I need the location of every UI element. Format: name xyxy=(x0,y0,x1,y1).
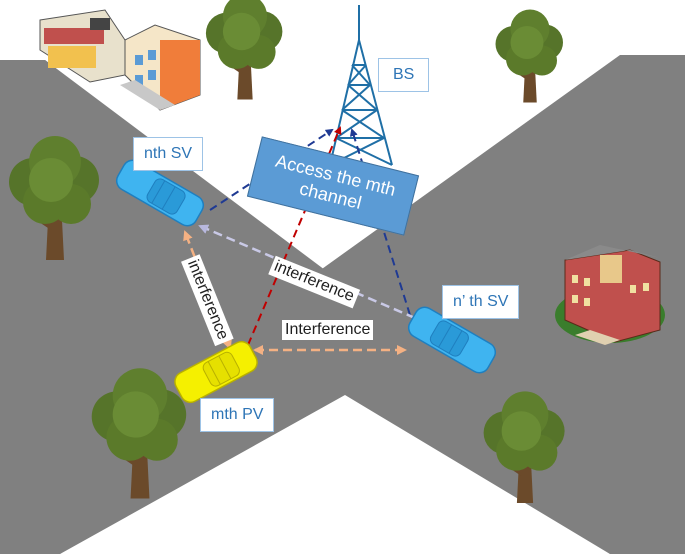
nth-sv-label: nth SV xyxy=(133,137,204,171)
tree-icon xyxy=(205,0,283,100)
building-icon xyxy=(39,9,201,111)
tree-icon xyxy=(495,9,563,103)
interference-label-pv-nprime: Interference xyxy=(282,320,374,340)
car-icon xyxy=(407,306,497,374)
building-icon xyxy=(555,245,665,345)
tower-icon xyxy=(329,5,393,166)
nprime-sv-label: n’ th SV xyxy=(442,285,520,319)
bs-label: BS xyxy=(378,58,430,92)
mth-pv-label: mth PV xyxy=(200,398,275,432)
car-icon xyxy=(115,159,205,227)
car-icon xyxy=(174,340,258,404)
